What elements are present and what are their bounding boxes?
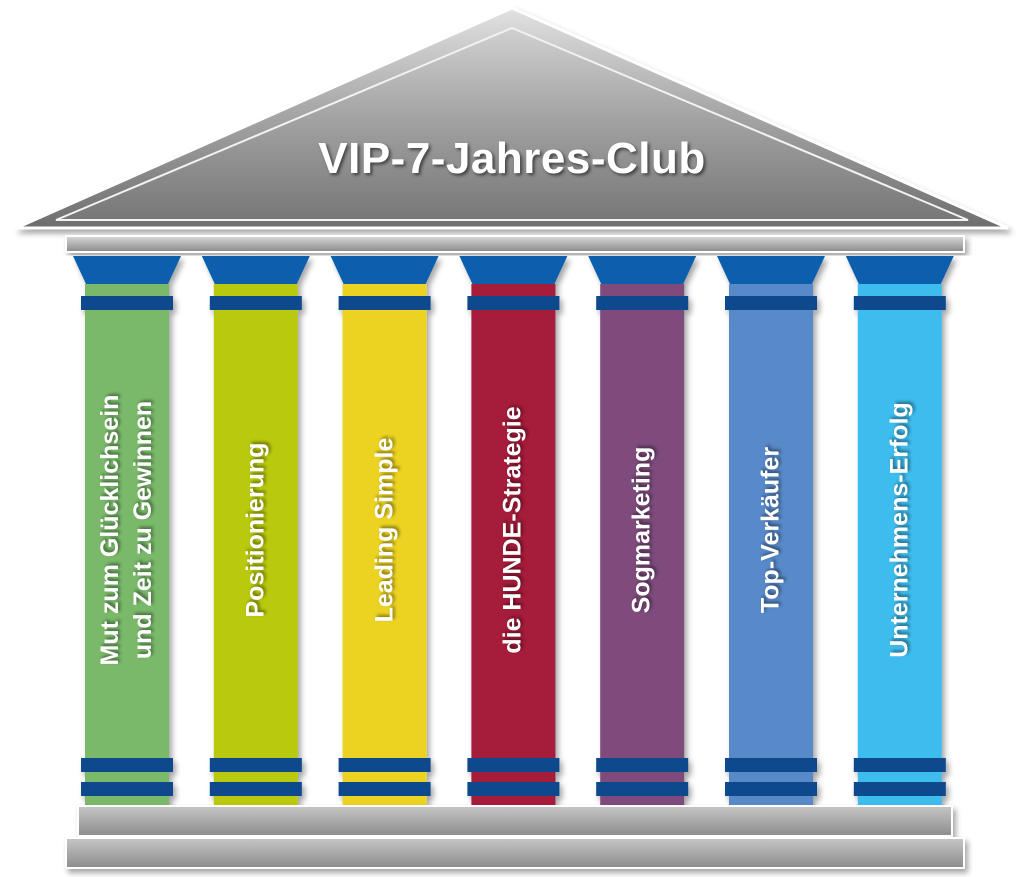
pillar-capital [717,256,825,284]
pillar-capital [588,256,697,284]
pillar-label-text: Sogmarketing [626,447,659,614]
pillar-band-top [853,296,946,310]
pillar-shaft [729,284,813,806]
pillar-band-top [467,296,560,310]
pillar-band-base [209,782,302,796]
pillar-3 [330,256,439,806]
pillar-band-top [209,296,302,310]
pillar-label-line: Sogmarketing [627,446,656,614]
pillar-6 [717,256,825,806]
pillar-band-top [596,296,689,310]
pillar-band-lower [725,758,817,772]
pillar-band-base [467,782,560,796]
pillar-capital [459,256,568,284]
pillar-band-lower [81,758,173,772]
pillar-7 [845,256,954,806]
pillar-label-text: Top-Verkäufer [755,447,788,613]
pillar-band-top [725,296,817,310]
architrave-beam [65,235,965,253]
pillar-label-line: und Zeit zu Gewinnen [129,400,157,660]
pillar-band-lower [467,758,560,772]
pillar-label-line: Positionierung [241,442,270,618]
pillar-label-text: die HUNDE-Strategie [497,406,530,653]
pillar-shaft [213,284,298,806]
pillar-shaft [85,284,169,806]
pillar-label-line: Mut zum Glücklichsein [96,394,124,666]
pillar-band-top [81,296,173,310]
pillar-label-text: Unternehmens-Erfolg [883,402,916,658]
pillar-5 [588,256,697,806]
pillar-band-base [725,782,817,796]
pillar-label-text: Positionierung [239,443,272,618]
pillars [73,256,954,806]
pillar-capital [201,256,310,284]
pillar-band-base [853,782,946,796]
pillar-2 [201,256,310,806]
pillar-band-base [596,782,689,796]
pillar-label-text: Leading Simple [368,438,401,623]
pillar-label-line: Top-Verkäufer [756,446,785,614]
pillar-capital [73,256,181,284]
pillar-band-top [338,296,431,310]
pillar-shaft [342,284,427,806]
pillar-band-lower [596,758,689,772]
pillar-band-base [81,782,173,796]
pillar-shaft [857,284,942,806]
pillar-band-lower [853,758,946,772]
pillar-shaft [600,284,685,806]
pillar-label-line: Leading Simple [370,437,399,623]
roof [15,6,1009,230]
pillar-band-base [338,782,431,796]
pillar-band-lower [338,758,431,772]
pillar-capital [330,256,439,284]
pillar-band-lower [209,758,302,772]
base-steps [65,805,965,869]
pillar-4 [459,256,568,806]
pillar-label-line: die HUNDE-Strategie [498,406,527,654]
temple-title: VIP-7-Jahres-Club [318,134,706,183]
pillar-shaft [471,284,556,806]
pillar-capital [845,256,954,284]
pillar-label-line: Unternehmens-Erfolg [885,402,914,658]
pillar-1 [73,256,181,806]
